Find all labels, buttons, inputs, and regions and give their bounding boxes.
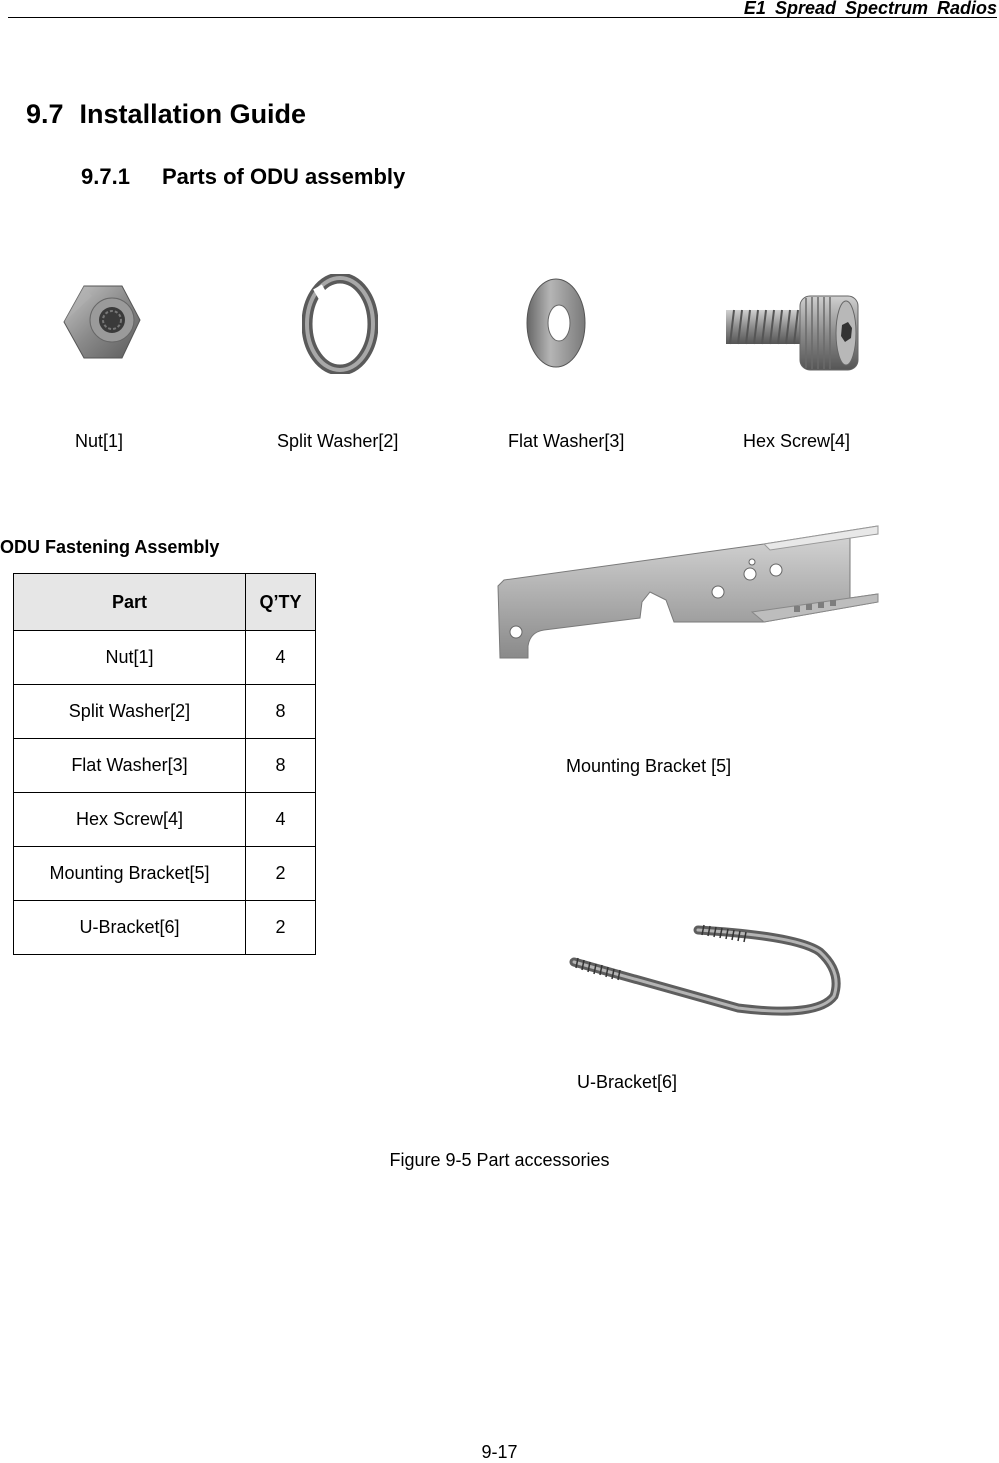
assembly-title: ODU Fastening Assembly (0, 537, 220, 557)
table-cell-qty: 8 (245, 684, 316, 739)
running-header: E1 Spread Spectrum Radios (743, 0, 997, 18)
hex-nut-icon (63, 285, 141, 359)
table-cell-qty: 4 (245, 630, 316, 685)
table-row: U-Bracket[6] 2 (13, 900, 316, 955)
column-header-qty: Q’TY (245, 573, 316, 631)
table-cell-part: Split Washer[2] (13, 684, 246, 739)
figure-caption: Figure 9-5 Part accessories (389, 1150, 610, 1170)
table-cell-part: Hex Screw[4] (13, 792, 246, 847)
part-caption-split-washer: Split Washer[2] (277, 431, 399, 451)
table-cell-part: Nut[1] (13, 630, 246, 685)
table-cell-part: Flat Washer[3] (13, 738, 246, 793)
table-row: Mounting Bracket[5] 2 (13, 846, 316, 901)
parts-table: Part Q’TY Nut[1] 4 Split Washer[2] 8 Fla… (13, 573, 316, 955)
subsection-title: Parts of ODU assembly (161, 164, 406, 189)
split-washer-icon (302, 274, 378, 374)
subsection-heading: 9.7.1 Parts of ODU assembly (81, 164, 405, 190)
part-caption-flat-washer: Flat Washer[3] (508, 431, 625, 451)
table-row: Nut[1] 4 (13, 630, 316, 685)
subsection-number: 9.7.1 (81, 164, 130, 189)
table-cell-qty: 2 (245, 846, 316, 901)
part-caption-hex-screw: Hex Screw[4] (743, 431, 851, 451)
part-caption-u-bracket: U-Bracket[6] (577, 1072, 678, 1092)
header-rule (8, 17, 997, 18)
table-row: Flat Washer[3] 8 (13, 738, 316, 793)
section-heading: 9.7 Installation Guide (26, 99, 306, 130)
hex-screw-icon (726, 295, 859, 371)
section-title: Installation Guide (79, 99, 307, 129)
part-caption-mounting-bracket: Mounting Bracket [5] (566, 756, 732, 776)
table-cell-part: U-Bracket[6] (13, 900, 246, 955)
section-number: 9.7 (26, 99, 64, 129)
table-header-row: Part Q’TY (13, 573, 316, 631)
table-row: Split Washer[2] 8 (13, 684, 316, 739)
page-number: 9-17 (481, 1442, 518, 1462)
table-row: Hex Screw[4] 4 (13, 792, 316, 847)
table-cell-qty: 8 (245, 738, 316, 793)
table-cell-qty: 4 (245, 792, 316, 847)
mounting-bracket-icon (497, 525, 879, 659)
u-bracket-icon (569, 924, 841, 1016)
column-header-part: Part (13, 573, 246, 631)
part-caption-nut: Nut[1] (75, 431, 124, 451)
flat-washer-icon (526, 278, 586, 368)
table-cell-part: Mounting Bracket[5] (13, 846, 246, 901)
table-cell-qty: 2 (245, 900, 316, 955)
